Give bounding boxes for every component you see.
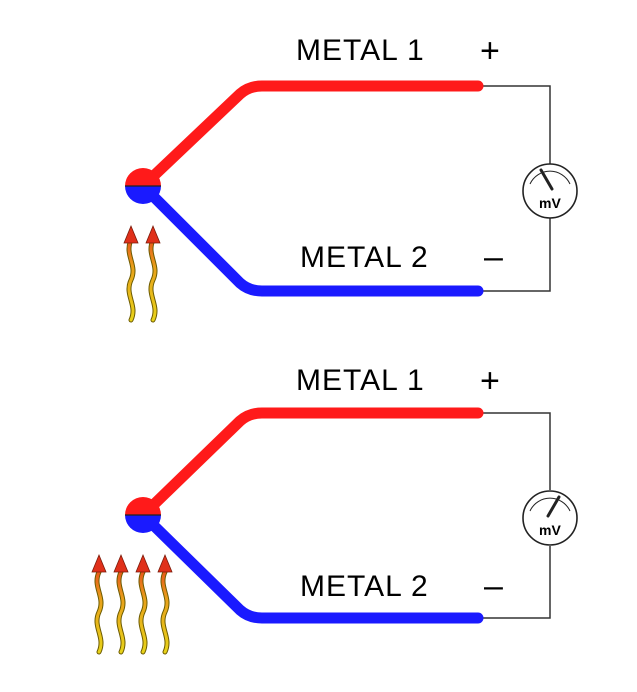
metal-2-label: METAL 2: [300, 570, 429, 603]
millivoltmeter-icon: mV: [522, 163, 578, 219]
circuit-wire-top: [478, 85, 551, 164]
heat-waves: [123, 224, 161, 323]
thermocouple-junction-icon: [125, 497, 161, 533]
thermocouple-junction-icon: [125, 168, 161, 204]
diagram-low-heat: METAL 1 + METAL 2 – mV: [123, 32, 578, 323]
circuit-wire-bottom: [478, 218, 551, 292]
minus-sign: –: [484, 567, 503, 605]
circuit-wire-bottom: [478, 546, 551, 619]
plus-sign: +: [480, 32, 500, 70]
minus-sign: –: [484, 238, 503, 276]
plus-sign: +: [480, 362, 500, 400]
metal-1-wire: [137, 407, 484, 521]
heat-wave-icon: [135, 553, 151, 655]
metal-2-wire: [137, 180, 484, 297]
metal-2-label: METAL 2: [300, 241, 429, 274]
heat-wave-icon: [113, 553, 129, 655]
heat-wave-icon: [145, 224, 161, 323]
heat-wave-icon: [157, 553, 173, 655]
millivoltmeter-icon: mV: [522, 490, 578, 546]
heat-wave-icon: [91, 553, 107, 655]
diagram-high-heat: METAL 1 + METAL 2 – mV: [91, 362, 578, 655]
heat-waves: [91, 553, 173, 655]
meter-unit-label: mV: [539, 195, 561, 211]
metal-1-label: METAL 1: [296, 34, 425, 67]
circuit-wire-top: [478, 412, 551, 490]
metal-2-wire: [137, 509, 484, 624]
metal-1-label: METAL 1: [296, 364, 425, 397]
metal-1-wire: [137, 80, 484, 192]
meter-unit-label: mV: [539, 522, 561, 538]
heat-wave-icon: [123, 224, 139, 323]
